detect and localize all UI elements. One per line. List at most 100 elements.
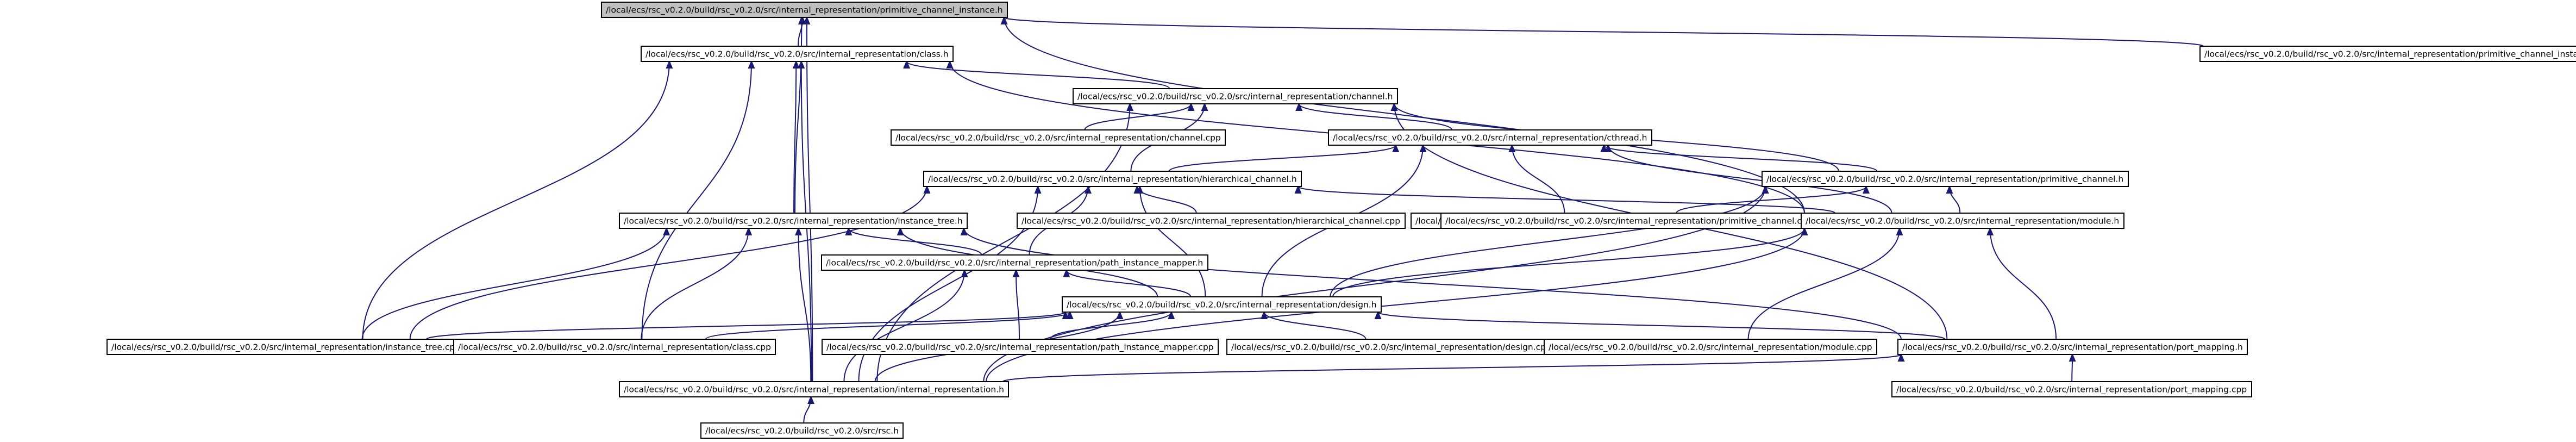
graph-node[interactable]: /local/ecs/rsc_v0.2.0/build/rsc_v0.2.0/s… [2199,46,2576,62]
node-label: /local/ecs/rsc_v0.2.0/build/rsc_v0.2.0/s… [1549,343,1872,353]
edge-line [1298,103,1453,130]
dependency-edge [1747,227,1903,340]
arrowhead [960,227,968,235]
dependency-edge [795,227,812,382]
node-box [2199,46,2576,62]
edge-line [963,228,1902,340]
node-box [1062,296,1382,313]
arrowhead [1390,102,1398,111]
arrowhead [1295,102,1303,111]
arrowhead [1168,310,1175,319]
arrowhead [748,60,755,69]
dependency-edge [1133,185,1197,214]
graph-node[interactable]: /local/ecs/rsc_v0.2.0/build/rsc_v0.2.0/s… [1762,171,2129,187]
arrowhead [792,60,800,69]
arrowhead [1508,144,1516,152]
dependency-edge [1508,144,1565,214]
node-box [700,422,904,439]
graph-node[interactable]: /local/ecs/rsc_v0.2.0/build/rsc_v0.2.0/s… [601,2,1008,18]
edge-line [1168,145,1396,172]
graph-node[interactable]: /local/ecs/rsc_v0.2.0/build/rsc_v0.2.0/s… [700,422,904,439]
arrowhead [1063,269,1070,277]
node-box [1440,213,1817,229]
graph-node[interactable]: /local/ecs/rsc_v0.2.0/build/rsc_v0.2.0/s… [1891,381,2252,397]
graph-node[interactable]: /local/ecs/rsc_v0.2.0/build/rsc_v0.2.0/s… [619,381,1009,397]
arrowhead [798,60,805,69]
graph-node[interactable]: /local/ecs/rsc_v0.2.0/build/rsc_v0.2.0/s… [821,254,1208,271]
graph-node[interactable]: /local/ecs/rsc_v0.2.0/build/rsc_v0.2.0/s… [1801,213,2124,229]
dependency-edge [903,60,1170,89]
graph-node[interactable]: /local/ecs/rsc_v0.2.0/build/rsc_v0.2.0/s… [1062,296,1382,313]
arrowhead [1419,144,1427,152]
edge-line [1511,145,1565,214]
graph-node[interactable]: /local/ecs/rsc_v0.2.0/build/rsc_v0.2.0/s… [1897,339,2248,355]
arrowhead [946,60,954,69]
edge-line [1332,228,1805,297]
arrowhead [1896,227,1903,235]
edge-line [1377,312,1946,340]
arrowhead [1374,310,1382,319]
arrowhead [1392,144,1400,152]
dependency-edge [845,227,982,256]
graph-node[interactable]: /local/ecs/rsc_v0.2.0/build/rsc_v0.2.0/s… [1226,339,1556,355]
node-label: /local/ecs/rsc_v0.2.0/build/rsc_v0.2.0/s… [1231,343,1551,353]
dependency-edge [1063,269,1192,297]
edge-line [906,61,1170,89]
graph-node[interactable]: /local/ecs/rsc_v0.2.0/build/rsc_v0.2.0/s… [1017,213,1406,229]
dependency-edge [1294,185,1836,214]
dependency-edge [1676,185,1870,214]
graph-node[interactable]: /local/ecs/rsc_v0.2.0/build/rsc_v0.2.0/s… [1544,339,1877,355]
edge-line [876,103,1131,382]
dependency-edge [1261,310,1367,340]
node-box [619,213,968,229]
dependency-edge [2069,353,2076,382]
edge-line [1603,145,1878,172]
edge-line [1989,228,2057,340]
dependency-edge [1000,16,2204,47]
graph-node[interactable]: /local/ecs/rsc_v0.2.0/build/rsc_v0.2.0/s… [641,46,954,62]
node-label: /local/ecs/rsc_v0.2.0/build/rsc_v0.2.0/s… [1021,216,1400,227]
node-box [821,254,1208,271]
graph-node[interactable]: /local/ecs/rsc_v0.2.0/build/rsc_v0.2.0/s… [1328,129,1652,146]
arrowhead [1136,185,1144,194]
arrowhead [1863,185,1870,194]
node-box [1328,129,1652,146]
node-label: /local/ecs/rsc_v0.2.0/build/rsc_v0.2.0/s… [1077,92,1393,102]
arrowhead [795,227,802,235]
node-label: /local/ecs/rsc_v0.2.0/build/rsc_v0.2.0/s… [1067,300,1377,310]
node-box [1762,171,2129,187]
node-label: /local/ecs/rsc_v0.2.0/build/rsc_v0.2.0/s… [705,426,899,437]
node-label: /local/ecs/rsc_v0.2.0/build/rsc_v0.2.0/s… [1806,216,2119,227]
node-box [641,46,954,62]
arrowhead [903,60,911,69]
arrowhead [1897,353,1905,362]
node-label: /local/ecs/rsc_v0.2.0/build/rsc_v0.2.0/s… [1902,343,2243,353]
node-box [891,129,1226,146]
node-box [1544,339,1877,355]
arrowhead [1066,310,1074,319]
dependency-edge [1604,144,1892,214]
graph-node[interactable]: /local/ecs/rsc_v0.2.0/build/rsc_v0.2.0/s… [822,339,1219,355]
graph-node[interactable]: /local/ecs/rsc_v0.2.0/build/rsc_v0.2.0/s… [891,129,1226,146]
node-label: /local/ecs/rsc_v0.2.0/build/rsc_v0.2.0/s… [826,258,1203,269]
graph-node[interactable]: /local/ecs/rsc_v0.2.0/build/rsc_v0.2.0/s… [106,339,466,355]
graph-node[interactable]: /local/ecs/rsc_v0.2.0/build/rsc_v0.2.0/s… [923,171,1302,187]
arrowhead [961,269,968,277]
graph-node[interactable]: /local/ecs/rsc_v0.2.0/build/rsc_v0.2.0/s… [1073,88,1398,104]
dependency-edge [641,227,753,340]
graph-node[interactable]: /local/ecs/rsc_v0.2.0/build/rsc_v0.2.0/s… [453,339,776,355]
graph-node[interactable]: /local/ecs/rsc_v0.2.0/build/rsc_v0.2.0/s… [619,213,968,229]
edge-line [1084,103,1192,130]
arrowhead [1034,185,1042,194]
arrowhead [845,227,853,235]
edge-line [1747,228,1900,340]
edge-line [1263,312,1367,340]
arrowhead [923,185,931,194]
graph-node[interactable]: /local/ecs/rsc_v0.2.0/build/rsc_v0.2.0/s… [1440,213,1817,229]
arrowhead [897,227,904,235]
node-box [1017,213,1406,229]
dependency-edge [1946,185,1961,214]
node-box [1891,381,2252,397]
node-box [923,171,1302,187]
